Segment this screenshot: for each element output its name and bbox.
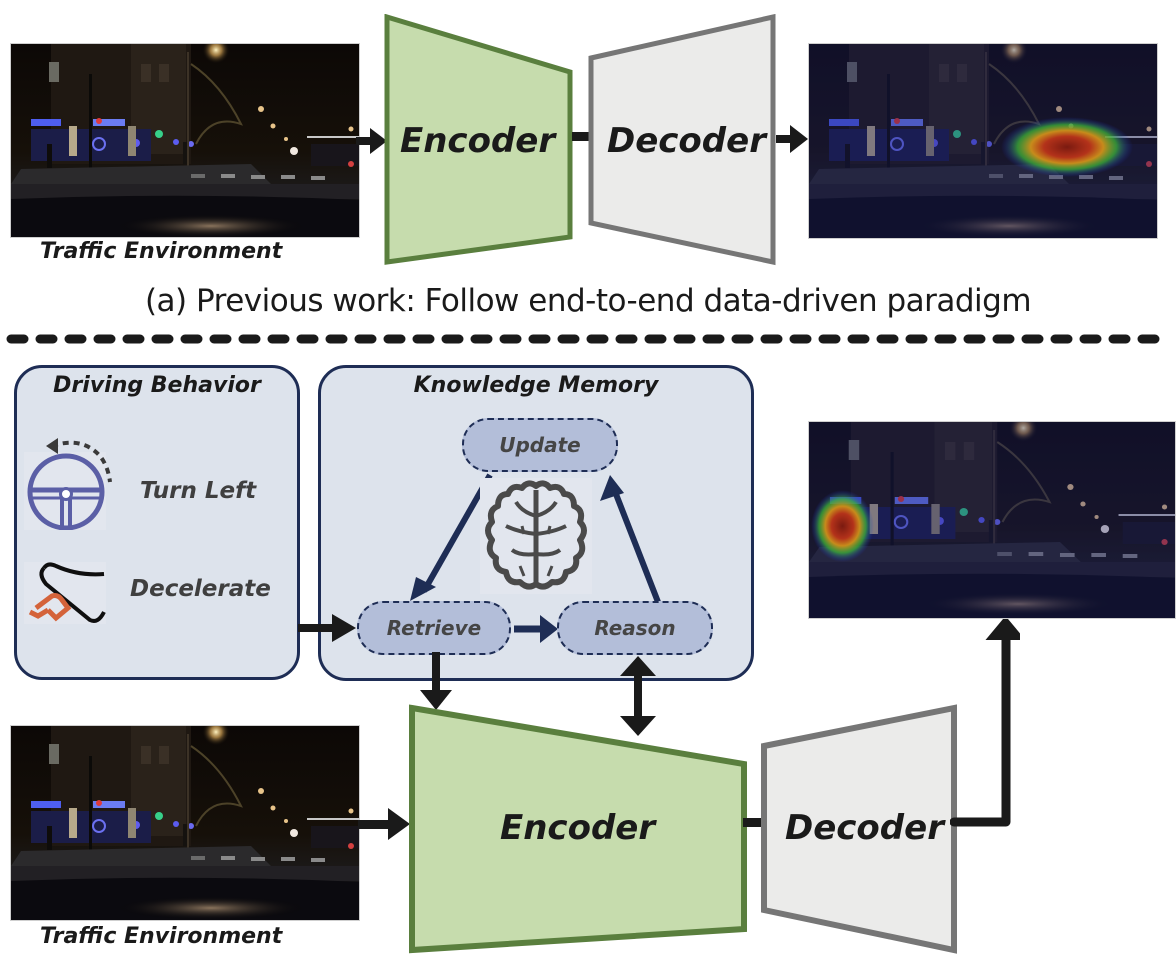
memory-node-update: Update [462, 418, 618, 472]
memory-node-reason: Reason [557, 601, 713, 655]
encoder-block-b [409, 704, 747, 954]
section-divider [6, 334, 1172, 344]
arrow-input-to-encoder-a [356, 128, 387, 154]
encoder-label-a: Encoder [400, 121, 556, 161]
caption-previous-work: (a) Previous work: Follow end-to-end dat… [144, 283, 1032, 319]
arrow-input-to-encoder-b [358, 808, 410, 840]
traffic-environment-caption-b: Traffic Environment [40, 924, 283, 949]
memory-node-retrieve: Retrieve [357, 601, 511, 655]
steering-wheel-icon [24, 438, 112, 530]
arrow-decoder-to-output-b [950, 616, 1020, 827]
connector-encoder-decoder-b [743, 818, 767, 827]
behavior-decelerate-label: Decelerate [130, 576, 271, 602]
arrow-behavior-to-retrieve [298, 614, 356, 642]
memory-cycle-arrows [410, 473, 661, 643]
decoder-label-b: Decoder [785, 808, 944, 848]
arrow-retrieve-to-encoder [420, 652, 452, 710]
knowledge-memory-title: Knowledge Memory [413, 373, 659, 398]
decoder-block-b [761, 704, 957, 954]
traffic-environment-image-a [10, 43, 360, 238]
attention-heatmap-output-b [808, 421, 1176, 619]
attention-heatmap-output-a [808, 43, 1158, 239]
driving-behavior-title: Driving Behavior [53, 373, 261, 398]
brain-icon [480, 478, 592, 594]
encoder-label-b: Encoder [500, 808, 656, 848]
arrowhead-to-retrieve [410, 577, 436, 601]
behavior-turn-left-label: Turn Left [140, 478, 257, 504]
decoder-label-a: Decoder [607, 121, 766, 161]
arrow-decoder-to-output-a [776, 125, 808, 153]
encoder-block-a [384, 14, 573, 265]
decoder-block-a [588, 14, 776, 266]
brake-pedal-icon [24, 562, 106, 624]
connector-encoder-decoder-a [572, 132, 592, 141]
arrow-reason-encoder-bidirectional [620, 656, 656, 736]
traffic-environment-image-b [10, 725, 360, 921]
traffic-environment-caption-a: Traffic Environment [40, 239, 283, 264]
arrowhead-to-reason [540, 615, 558, 643]
arrowhead-to-update [600, 475, 624, 501]
